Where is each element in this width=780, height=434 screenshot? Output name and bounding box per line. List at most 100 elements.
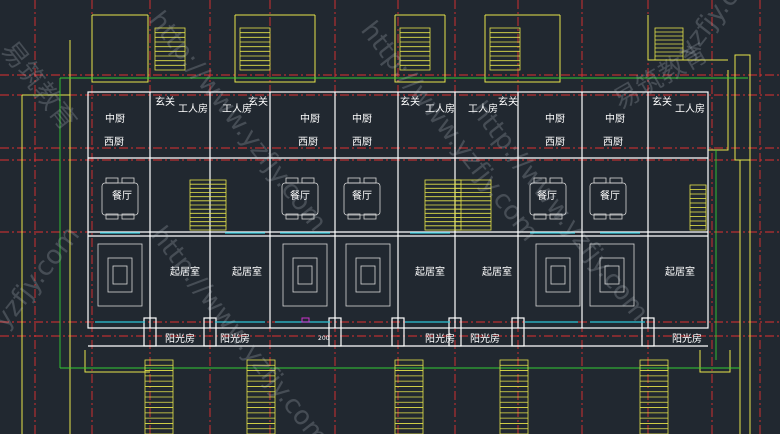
coffee-table-4	[604, 265, 620, 285]
stair-top-3	[399, 27, 431, 71]
furniture-group	[97, 177, 635, 307]
magenta-marker	[301, 317, 310, 323]
dining-chair-4-3	[609, 213, 623, 220]
room-labels: 中厨玄关工人房西厨餐厅起居室阳光房中厨玄关工人房西厨餐厅起居室阳光房中厨玄关工人…	[104, 95, 705, 345]
dining-table-1	[281, 182, 319, 216]
living-set-2	[345, 243, 391, 307]
rug-0	[107, 257, 133, 293]
dining-chair-0-2	[105, 213, 119, 220]
dining-chair-4-1	[609, 177, 623, 184]
room-label-xuanguan-2: 玄关	[400, 95, 420, 108]
dining-chair-2-0	[347, 177, 361, 184]
living-set-4	[589, 243, 635, 307]
room-label-canting-4: 餐厅	[600, 189, 620, 202]
sofa-outer-2	[345, 243, 391, 307]
room-label-qijushi-2: 起居室	[415, 265, 445, 278]
stair-outline-top-3	[399, 27, 431, 71]
rug-3	[545, 257, 571, 293]
room-label-xichu-2: 西厨	[352, 136, 372, 148]
dining-chair-3-1	[549, 177, 563, 184]
coffee-table-2	[360, 265, 376, 285]
site-outline	[21, 14, 751, 434]
room-label-gongrenfang-2: 工人房	[425, 102, 455, 115]
dining-chair-2-1	[363, 177, 377, 184]
room-label-yangguangfang-4: 阳光房	[672, 332, 702, 345]
stair-bottom-2	[246, 359, 276, 434]
sofa-outer-1	[282, 243, 328, 307]
room-label-zhongchu-0: 中厨	[105, 112, 125, 125]
living-set-0	[97, 243, 143, 307]
dining-chair-0-3	[121, 213, 135, 220]
room-label-xuanguan-0: 玄关	[155, 95, 175, 108]
stair-outline-top-4	[489, 27, 521, 71]
room-label-canting-1: 餐厅	[290, 189, 310, 202]
room-label-canting-0: 餐厅	[112, 189, 132, 202]
dining-chair-1-0	[285, 177, 299, 184]
room-label-xuanguan-1: 玄关	[248, 95, 268, 108]
rug-1	[292, 257, 318, 293]
room-label-yangguangfang-0: 阳光房	[165, 332, 195, 345]
room-label-xuanguan-3: 玄关	[498, 95, 518, 108]
dining-table-3	[529, 182, 567, 216]
dining-set-2	[343, 177, 381, 220]
dining-table-4	[589, 182, 627, 216]
stair-top-4	[489, 27, 521, 71]
room-label-xichu-3: 西厨	[545, 136, 565, 148]
dining-table-2	[343, 182, 381, 216]
dining-set-3	[529, 177, 567, 220]
stair-outline-top-1	[154, 27, 186, 71]
coffee-table-0	[112, 265, 128, 285]
room-label-gongrenfang-0: 工人房	[178, 102, 208, 115]
living-set-3	[535, 243, 581, 307]
room-label-xuanguan-4: 玄关	[652, 95, 672, 108]
room-label-qijushi-4: 起居室	[665, 265, 695, 278]
dining-chair-1-2	[285, 213, 299, 220]
room-label-gongrenfang-3: 工人房	[468, 102, 498, 115]
building-walls	[87, 91, 709, 347]
stair-top-2	[239, 27, 271, 71]
dining-chair-1-1	[301, 177, 315, 184]
dining-chair-4-2	[593, 213, 607, 220]
stair-mid-4	[689, 184, 707, 231]
room-label-yangguangfang-3: 阳光房	[470, 332, 500, 345]
stair-bottom-4	[499, 359, 529, 434]
room-label-qijushi-0: 起居室	[170, 265, 200, 278]
sofa-outer-0	[97, 243, 143, 307]
sofa-outer-4	[589, 243, 635, 307]
room-label-gongrenfang-1: 工人房	[222, 102, 252, 115]
stair-top-5	[654, 27, 684, 61]
dining-chair-2-2	[347, 213, 361, 220]
room-label-qijushi-3: 起居室	[482, 265, 512, 278]
room-label-xichu-0: 西厨	[104, 136, 124, 148]
dining-set-4	[589, 177, 627, 220]
living-set-1	[282, 243, 328, 307]
dining-chair-0-1	[121, 177, 135, 184]
room-label-yangguangfang-1: 阳光房	[220, 332, 250, 345]
stair-mid-3	[454, 179, 492, 231]
rug-4	[599, 257, 625, 293]
dining-chair-2-3	[363, 213, 377, 220]
room-label-canting-3: 餐厅	[537, 189, 557, 202]
dining-chair-3-3	[549, 213, 563, 220]
stairs-group	[144, 27, 707, 434]
coffee-table-1	[297, 265, 313, 285]
dining-chair-1-3	[301, 213, 315, 220]
room-label-xichu-1: 西厨	[298, 136, 318, 148]
dining-chair-3-2	[533, 213, 547, 220]
stair-bottom-3	[394, 359, 424, 434]
dining-set-0	[101, 177, 139, 220]
stair-mid-1	[189, 179, 227, 231]
stair-bottom-1	[144, 359, 174, 434]
stair-bottom-5	[639, 359, 669, 434]
dining-chair-0-0	[105, 177, 119, 184]
room-label-zhongchu-1: 中厨	[300, 112, 320, 125]
stair-top-1	[154, 27, 186, 71]
stair-outline-top-2	[239, 27, 271, 71]
rug-2	[355, 257, 381, 293]
room-label-yangguangfang-2: 阳光房	[425, 332, 455, 345]
dimension-text: 200	[318, 335, 330, 342]
room-label-zhongchu-3: 中厨	[545, 112, 565, 125]
room-label-zhongchu-4: 中厨	[605, 112, 625, 125]
dining-table-0	[101, 182, 139, 216]
room-label-gongrenfang-4: 工人房	[675, 102, 705, 115]
